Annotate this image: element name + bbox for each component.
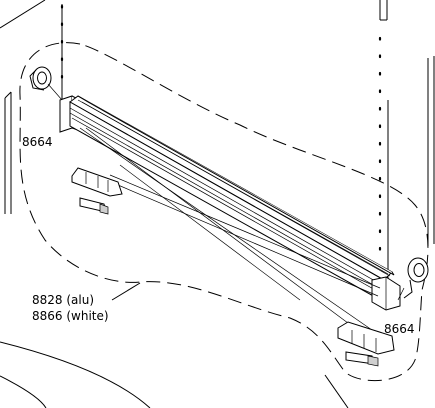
label-8664-right: 8664 (384, 322, 415, 336)
dashed-group-outline (19, 42, 429, 382)
cords (79, 127, 381, 333)
label-profile-white: 8866 (white) (32, 309, 109, 323)
label-profile-alu: 8828 (alu) (32, 293, 94, 307)
right-clip-parts (337, 321, 395, 367)
right-end-cap-8664 (397, 257, 429, 301)
wall-dots (60, 4, 382, 252)
main-profile-rail (69, 95, 401, 311)
profile-leader-line (111, 282, 141, 301)
label-8664-left: 8664 (22, 135, 53, 149)
left-clip-parts (71, 167, 123, 215)
